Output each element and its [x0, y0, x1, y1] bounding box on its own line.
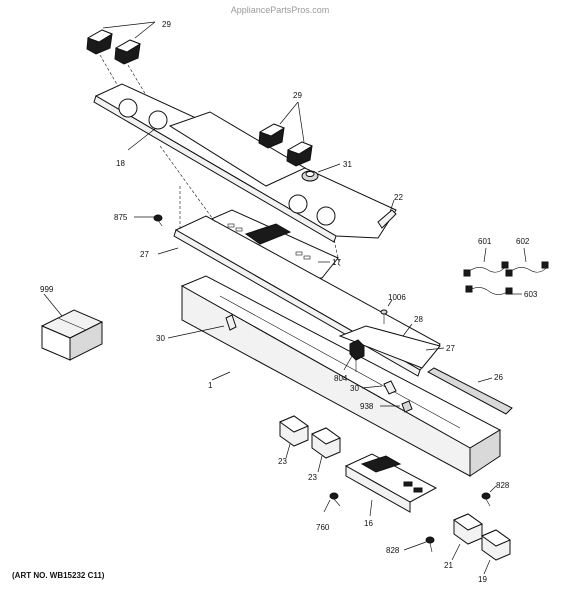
callout-603: 603: [524, 290, 538, 299]
harness-603[interactable]: [465, 285, 513, 295]
callout-30-left: 30: [156, 334, 165, 343]
switch-23-b[interactable]: [310, 427, 342, 459]
watermark-text: AppliancePartsPros.com: [231, 5, 330, 15]
switch-804[interactable]: [349, 339, 365, 372]
switch-21[interactable]: [452, 513, 484, 545]
bracket-27-right[interactable]: [338, 325, 441, 369]
callout-18: 18: [116, 159, 125, 168]
callout-27-left: 27: [140, 250, 149, 259]
carton-999[interactable]: [40, 309, 104, 361]
callout-29-upper: 29: [162, 20, 171, 29]
knob-lower-left[interactable]: [258, 123, 286, 149]
callout-23-a: 23: [278, 457, 287, 466]
callout-1006: 1006: [388, 293, 406, 302]
callout-21: 21: [444, 561, 453, 570]
callout-760: 760: [316, 523, 330, 532]
callout-16: 16: [364, 519, 373, 528]
switch-23-a[interactable]: [278, 415, 310, 447]
leader-29-b: [134, 21, 156, 39]
clip-30-left[interactable]: [225, 314, 237, 331]
callout-27-right: 27: [446, 344, 455, 353]
trim-rod-26[interactable]: [427, 367, 513, 415]
callout-828-right: 828: [496, 481, 510, 490]
screw-875[interactable]: [153, 214, 163, 227]
screw-760[interactable]: [329, 492, 341, 507]
callout-804: 804: [334, 374, 348, 383]
harness-602[interactable]: [505, 261, 549, 277]
knob-upper-right[interactable]: [114, 39, 142, 65]
art-number: (ART NO. WB15232 C11): [12, 571, 105, 580]
callout-938: 938: [360, 402, 374, 411]
knob-31[interactable]: [301, 170, 319, 182]
callout-22: 22: [394, 193, 403, 202]
callout-17: 17: [332, 258, 341, 267]
knob-lower-right[interactable]: [286, 141, 314, 167]
screw-828-right[interactable]: [481, 492, 491, 507]
leader-29-a: [102, 21, 156, 29]
callout-999: 999: [40, 285, 54, 294]
sensor-938[interactable]: [401, 400, 413, 413]
callout-30-right: 30: [350, 384, 359, 393]
clip-30-right[interactable]: [383, 380, 397, 395]
callout-28: 28: [414, 315, 423, 324]
screw-1006[interactable]: [380, 309, 388, 324]
callout-23-b: 23: [308, 473, 317, 482]
callout-29-lower: 29: [293, 91, 302, 100]
callout-828-bottom: 828: [386, 546, 400, 555]
control-board-16[interactable]: [344, 453, 438, 513]
callout-602: 602: [516, 237, 530, 246]
callout-1: 1: [208, 381, 213, 390]
knob-upper-left[interactable]: [86, 29, 114, 55]
callout-19: 19: [478, 575, 487, 584]
callout-31: 31: [343, 160, 352, 169]
callout-601: 601: [478, 237, 492, 246]
end-cap-22[interactable]: [377, 209, 397, 229]
manifold-cover-1[interactable]: [180, 275, 502, 477]
control-panel-18[interactable]: [93, 83, 397, 243]
harness-601[interactable]: [463, 261, 509, 277]
callout-875: 875: [114, 213, 128, 222]
switch-19[interactable]: [480, 529, 512, 561]
screw-828-bottom[interactable]: [425, 536, 435, 553]
callout-26: 26: [494, 373, 503, 382]
